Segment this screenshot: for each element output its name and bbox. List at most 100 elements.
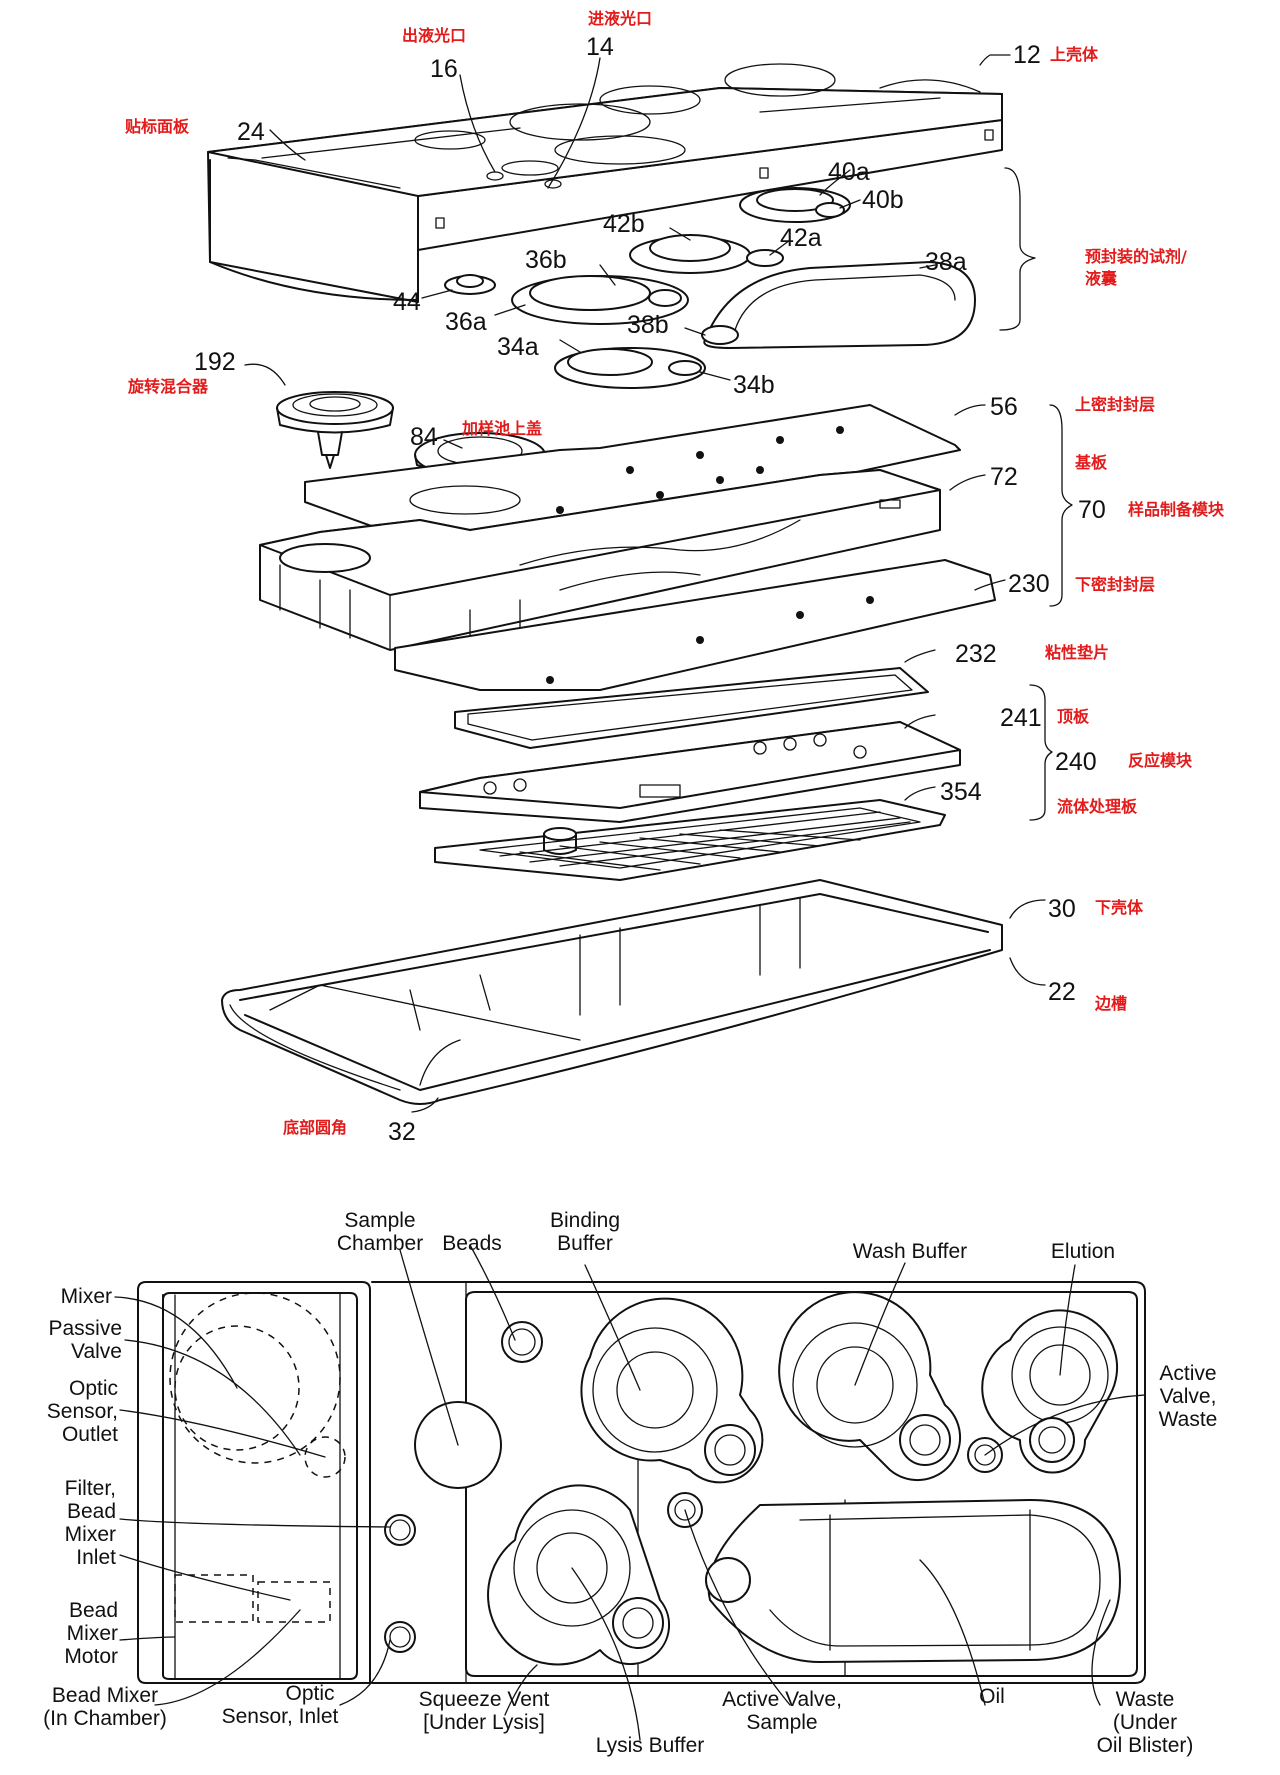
binding-buffer-center xyxy=(616,1351,694,1429)
label-sample-chamber: Sample xyxy=(344,1209,415,1232)
callout-num: 42b xyxy=(603,210,645,238)
optic-sensor-lower-ring xyxy=(389,1626,411,1648)
label-filter: Inlet xyxy=(76,1546,116,1569)
lower-housing-part xyxy=(221,879,1003,1105)
callout-num: 40a xyxy=(828,158,870,186)
label-squeeze-vent: [Under Lysis] xyxy=(423,1711,545,1734)
callout-cn: 上密封封层 xyxy=(1075,395,1155,414)
callout-num: 14 xyxy=(586,33,614,61)
binding-buffer-ring xyxy=(592,1327,718,1453)
label-waste: Waste xyxy=(1116,1688,1175,1711)
callout-cn: 进液光口 xyxy=(588,9,652,28)
left-module-outline xyxy=(137,1281,371,1684)
callout-num: 232 xyxy=(955,640,997,668)
wash-buffer-ring xyxy=(792,1322,918,1448)
elution-port xyxy=(1029,1417,1075,1463)
wash-buffer-port-ring xyxy=(909,1424,941,1456)
lysis-buffer-port-ring xyxy=(622,1607,654,1639)
label-active-valve-waste: Active xyxy=(1159,1362,1216,1385)
upper-housing-part xyxy=(207,63,1003,303)
label-filter: Mixer xyxy=(65,1523,116,1546)
top-view-labels: Mixer Passive Valve Optic Sensor, Outlet… xyxy=(43,1209,1217,1757)
oil-blister-inner xyxy=(769,1514,1101,1647)
optic-sensor-outlet-outline xyxy=(304,1436,346,1478)
blister-group-label: 液囊 xyxy=(1085,269,1118,288)
top-view-leaders xyxy=(114,1244,1146,1741)
label-bead-motor: Bead xyxy=(69,1599,118,1622)
callout-num: 38b xyxy=(627,311,669,339)
callout-num: 56 xyxy=(990,393,1018,421)
callout-num: 36a xyxy=(445,308,487,336)
label-active-valve-waste: Valve, xyxy=(1160,1385,1217,1408)
label-optic-inlet: Optic xyxy=(285,1682,334,1705)
mixer-outline xyxy=(169,1292,341,1464)
label-optic-outlet: Sensor, xyxy=(47,1400,118,1423)
elution-blister xyxy=(981,1309,1119,1474)
active-valve-waste-ring xyxy=(974,1444,996,1466)
label-waste: (Under xyxy=(1113,1711,1177,1734)
callout-num: 34b xyxy=(733,371,775,399)
callout-num: 12 xyxy=(1013,41,1041,69)
blisters xyxy=(444,187,976,389)
callout-cn: 下密封封层 xyxy=(1075,575,1155,594)
filter-outline xyxy=(174,1574,254,1623)
callout-num: 84 xyxy=(410,423,438,451)
label-filter: Bead xyxy=(67,1500,116,1523)
label-elution: Elution xyxy=(1051,1240,1115,1263)
callout-num: 72 xyxy=(990,463,1018,491)
exploded-view: 12 上壳体 14 进液光口 16 出液光口 24 贴标面板 40a 40b 4… xyxy=(125,9,1225,1146)
label-optic-outlet: Outlet xyxy=(62,1423,118,1446)
callout-cn: 下壳体 xyxy=(1095,898,1144,917)
bead-mixer-outline xyxy=(257,1581,331,1623)
callout-cn: 底部圆角 xyxy=(283,1118,347,1137)
callout-num: 192 xyxy=(194,348,236,376)
callout-leaders xyxy=(244,54,1073,1113)
callout-num: 241 xyxy=(1000,704,1042,732)
callout-cn: 粘性垫片 xyxy=(1045,643,1109,662)
callout-num: 240 xyxy=(1055,748,1097,776)
label-bead-in-chamber: Bead Mixer xyxy=(52,1684,158,1707)
callout-num: 36b xyxy=(525,246,567,274)
callout-num: 354 xyxy=(940,778,982,806)
callout-cn: 贴标面板 xyxy=(125,117,190,136)
callout-num: 32 xyxy=(388,1118,416,1146)
callout-num: 16 xyxy=(430,55,458,83)
callout-cn: 出液光口 xyxy=(402,26,466,45)
elution-port-ring xyxy=(1038,1426,1066,1454)
label-lysis-buffer: Lysis Buffer xyxy=(596,1734,705,1757)
callout-num: 44 xyxy=(393,288,421,316)
label-optic-outlet: Optic xyxy=(69,1377,118,1400)
label-binding-buffer: Binding xyxy=(550,1209,620,1232)
label-active-valve-sample: Sample xyxy=(746,1711,817,1734)
label-passive-valve: Valve xyxy=(71,1340,122,1363)
callout-num: 38a xyxy=(925,248,967,276)
lysis-buffer-port xyxy=(612,1597,664,1649)
label-active-valve-sample: Active Valve, xyxy=(722,1688,842,1711)
beads-well xyxy=(501,1321,543,1363)
callout-num: 230 xyxy=(1008,570,1050,598)
label-bead-motor: Mixer xyxy=(67,1622,118,1645)
lower-seal-layer xyxy=(394,559,996,691)
callout-cn: 流体处理板 xyxy=(1057,797,1138,816)
label-oil: Oil xyxy=(979,1685,1005,1708)
label-bead-in-chamber: (In Chamber) xyxy=(43,1707,167,1730)
blister-group-label: 预封装的试剂/ xyxy=(1085,247,1187,266)
top-plate-part xyxy=(419,721,961,823)
callout-num: 40b xyxy=(862,186,904,214)
callout-cn: 顶板 xyxy=(1057,707,1090,726)
label-active-valve-waste: Waste xyxy=(1159,1408,1218,1431)
fluid-handling-plate xyxy=(434,799,946,881)
callout-num: 34a xyxy=(497,333,539,361)
adhesive-gasket-part xyxy=(454,667,929,749)
mixer-inner xyxy=(174,1325,300,1451)
label-squeeze-vent: Squeeze Vent xyxy=(419,1688,550,1711)
callout-cn: 边槽 xyxy=(1094,994,1127,1013)
substrate-part xyxy=(259,469,941,651)
label-sample-chamber: Chamber xyxy=(337,1232,423,1255)
binding-buffer-port-ring xyxy=(714,1434,746,1466)
callout-num: 24 xyxy=(237,118,265,146)
label-wash-buffer: Wash Buffer xyxy=(853,1240,967,1263)
active-valve-sample-ring xyxy=(674,1499,696,1521)
label-filter: Filter, xyxy=(65,1477,116,1500)
